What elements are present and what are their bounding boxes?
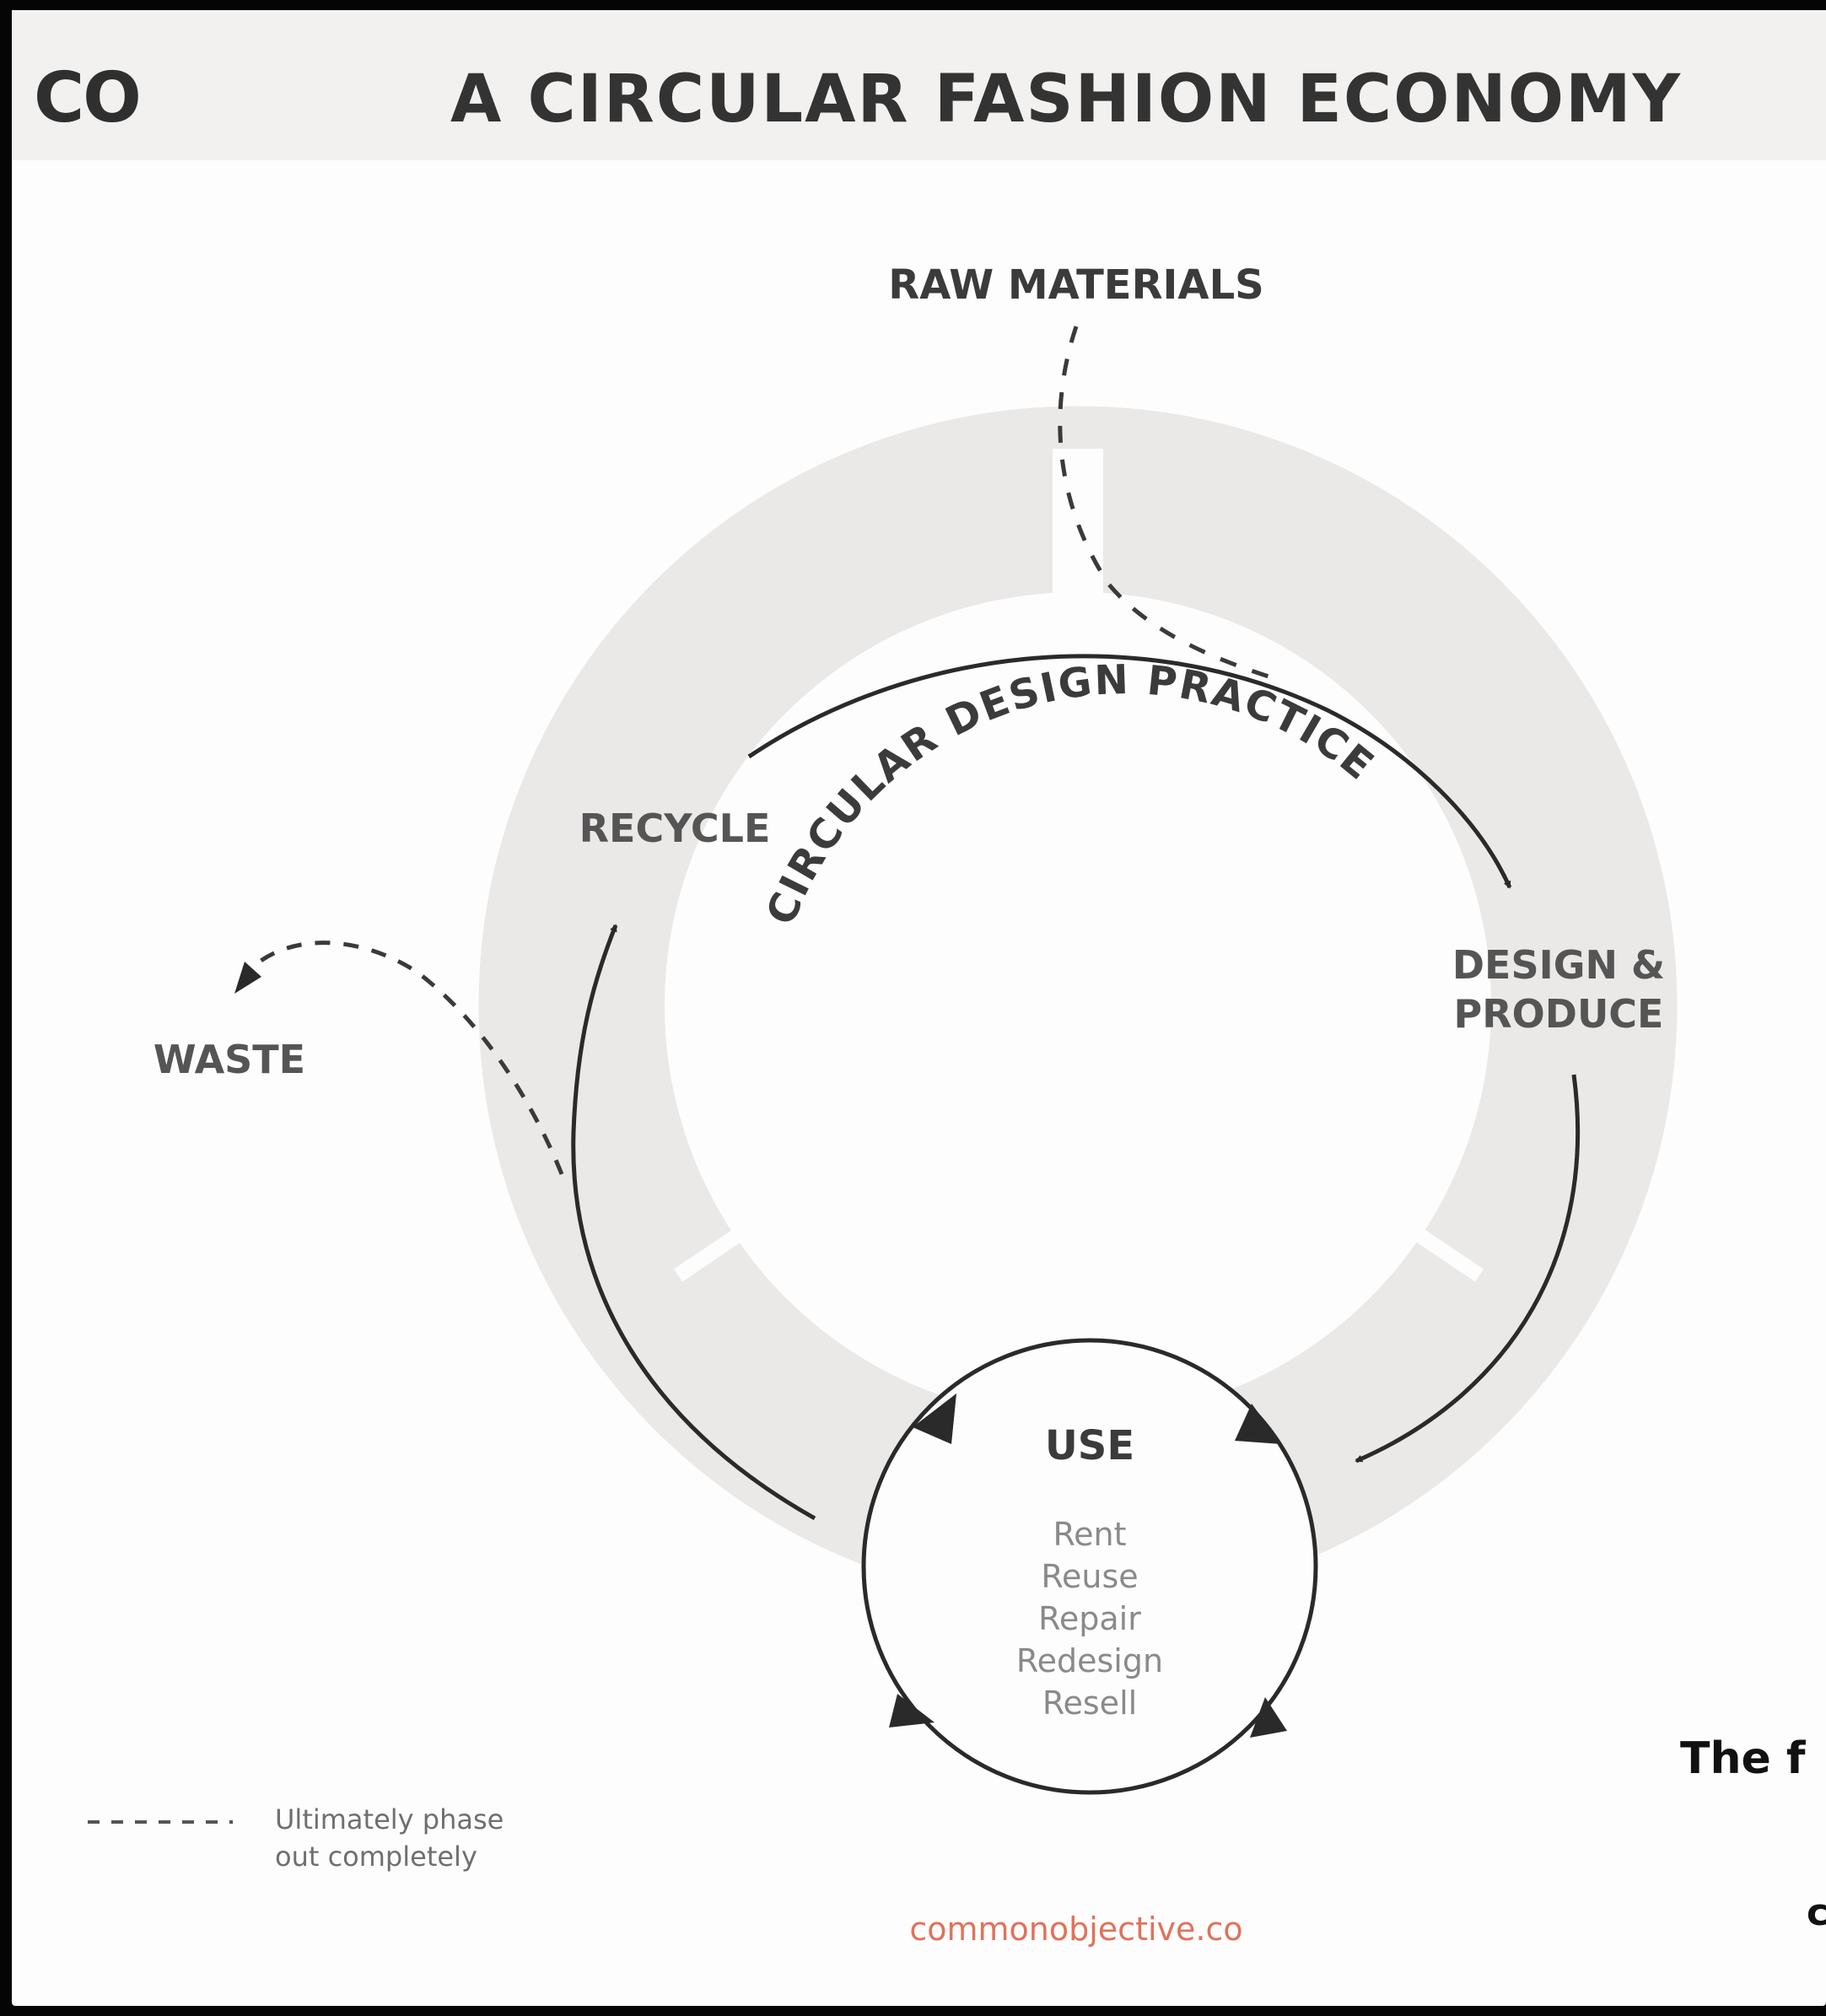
overlay-text-2: c [1807,1891,1826,1934]
use-item-resell: Resell [1042,1684,1137,1722]
use-arrowhead-top-left [913,1393,956,1444]
waste-arrowhead [234,962,261,994]
use-arrowhead-top-right [1235,1404,1281,1444]
use-arrowhead-bottom-right [1250,1697,1287,1738]
arrow-design-to-use [1355,1074,1581,1463]
use-arrowhead-bottom-left [889,1694,935,1728]
use-item-repair: Repair [1038,1600,1141,1637]
header-band [12,10,1826,160]
footer-url: commonobjective.co [909,1911,1242,1948]
co-logo: CO [34,58,140,138]
use-item-reuse: Reuse [1041,1558,1138,1595]
design-produce-label-line1: DESIGN & [1452,942,1665,988]
slide: CO A CIRCULAR FASHION ECONOMY [12,10,1826,2006]
design-produce-label-line2: PRODUCE [1454,991,1664,1037]
use-circle [861,1338,1318,1795]
legend-text-line2: out completely [275,1841,477,1873]
page-title: A CIRCULAR FASHION ECONOMY [450,62,1682,137]
waste-label: WASTE [154,1037,305,1082]
arrow-use-to-recycle [571,924,816,1521]
legend-text-line1: Ultimately phase [275,1803,504,1835]
inner-area [665,592,1491,1419]
raw-materials-dashed-line [1058,326,1269,679]
overlay-text-1: The f [1680,1733,1807,1784]
use-title: USE [1045,1422,1134,1469]
diagram-canvas: CO A CIRCULAR FASHION ECONOMY [34,58,1826,1948]
waste-dashed-line [250,941,564,1175]
use-item-redesign: Redesign [1016,1642,1163,1679]
raw-materials-label: RAW MATERIALS [888,261,1263,309]
arrow-recycle-to-design [747,654,1512,889]
use-item-rent: Rent [1053,1516,1126,1553]
recycle-label: RECYCLE [579,806,771,851]
